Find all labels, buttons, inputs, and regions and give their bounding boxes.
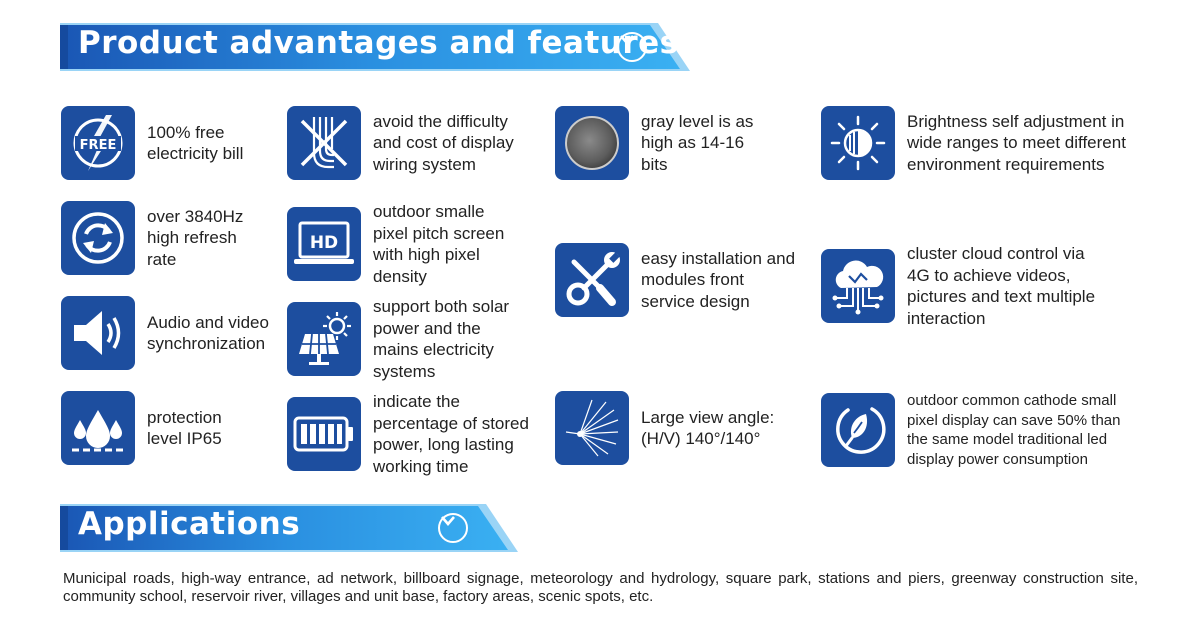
solar-panel-icon <box>287 302 361 376</box>
no-wiring-icon <box>287 106 361 180</box>
feature-text: over 3840Hz high refresh rate <box>147 206 244 269</box>
refresh-rate-icon <box>61 201 135 275</box>
feature-item: FREE 100% free electricity bill <box>61 106 267 180</box>
battery-icon <box>287 397 361 471</box>
feature-item: gray level is as high as 14-16 bits <box>555 106 771 180</box>
free-electricity-icon: FREE <box>61 106 135 180</box>
chevron-down-icon[interactable] <box>438 513 468 543</box>
feature-item: easy installation and modules front serv… <box>555 243 796 317</box>
feature-item: HD outdoor smalle pixel pitch screen wit… <box>287 201 523 287</box>
features-title: Product advantages and features <box>78 25 679 61</box>
gray-level-icon <box>555 106 629 180</box>
feature-text: Large view angle: (H/V) 140°/140° <box>641 407 775 449</box>
features-banner: Product advantages and features <box>60 21 692 71</box>
applications-title: Applications <box>78 506 301 542</box>
feature-text: 100% free electricity bill <box>147 122 244 164</box>
feature-item: indicate the percentage of stored power,… <box>287 391 538 477</box>
view-angle-icon <box>555 391 629 465</box>
speaker-icon <box>61 296 135 370</box>
feature-text: cluster cloud control via 4G to achieve … <box>907 244 1096 328</box>
hd-monitor-icon: HD <box>287 207 361 281</box>
free-label: FREE <box>80 138 117 153</box>
feature-item: support both solar power and the mains e… <box>287 296 523 382</box>
applications-banner-shape <box>60 504 518 552</box>
feature-item: protection level IP65 <box>61 391 257 465</box>
tools-icon <box>555 243 629 317</box>
feature-text: Brightness self adjustment in wide range… <box>907 111 1126 174</box>
feature-item: over 3840Hz high refresh rate <box>61 201 265 275</box>
feature-text: Audio and video synchronization <box>147 312 269 354</box>
feature-item: cluster cloud control via 4G to achieve … <box>821 243 1107 329</box>
feature-text: outdoor common cathode small pixel displ… <box>907 392 1121 468</box>
feature-text: avoid the difficulty and cost of display… <box>373 111 514 174</box>
feature-text: protection level IP65 <box>147 407 222 449</box>
feature-item: Brightness self adjustment in wide range… <box>821 106 1147 180</box>
cloud-control-icon <box>821 249 895 323</box>
feature-text: support both solar power and the mains e… <box>373 297 510 381</box>
applications-banner: Applications <box>60 502 520 552</box>
feature-text: indicate the percentage of stored power,… <box>373 392 529 476</box>
feature-item: outdoor common cathode small pixel displ… <box>821 391 1142 469</box>
feature-item: Audio and video synchronization <box>61 296 287 370</box>
hd-label: HD <box>310 233 338 253</box>
water-drops-icon <box>61 391 135 465</box>
chevron-down-icon[interactable] <box>617 32 647 62</box>
power-saving-icon <box>821 393 895 467</box>
feature-item: avoid the difficulty and cost of display… <box>287 106 533 180</box>
feature-text: outdoor smalle pixel pitch screen with h… <box>373 202 505 286</box>
applications-text: Municipal roads, high-way entrance, ad n… <box>63 570 1138 605</box>
feature-text: easy installation and modules front serv… <box>641 248 796 311</box>
brightness-icon <box>821 106 895 180</box>
feature-item: Large view angle: (H/V) 140°/140° <box>555 391 801 465</box>
features-banner-shape <box>60 23 690 71</box>
feature-text: gray level is as high as 14-16 bits <box>641 111 754 174</box>
